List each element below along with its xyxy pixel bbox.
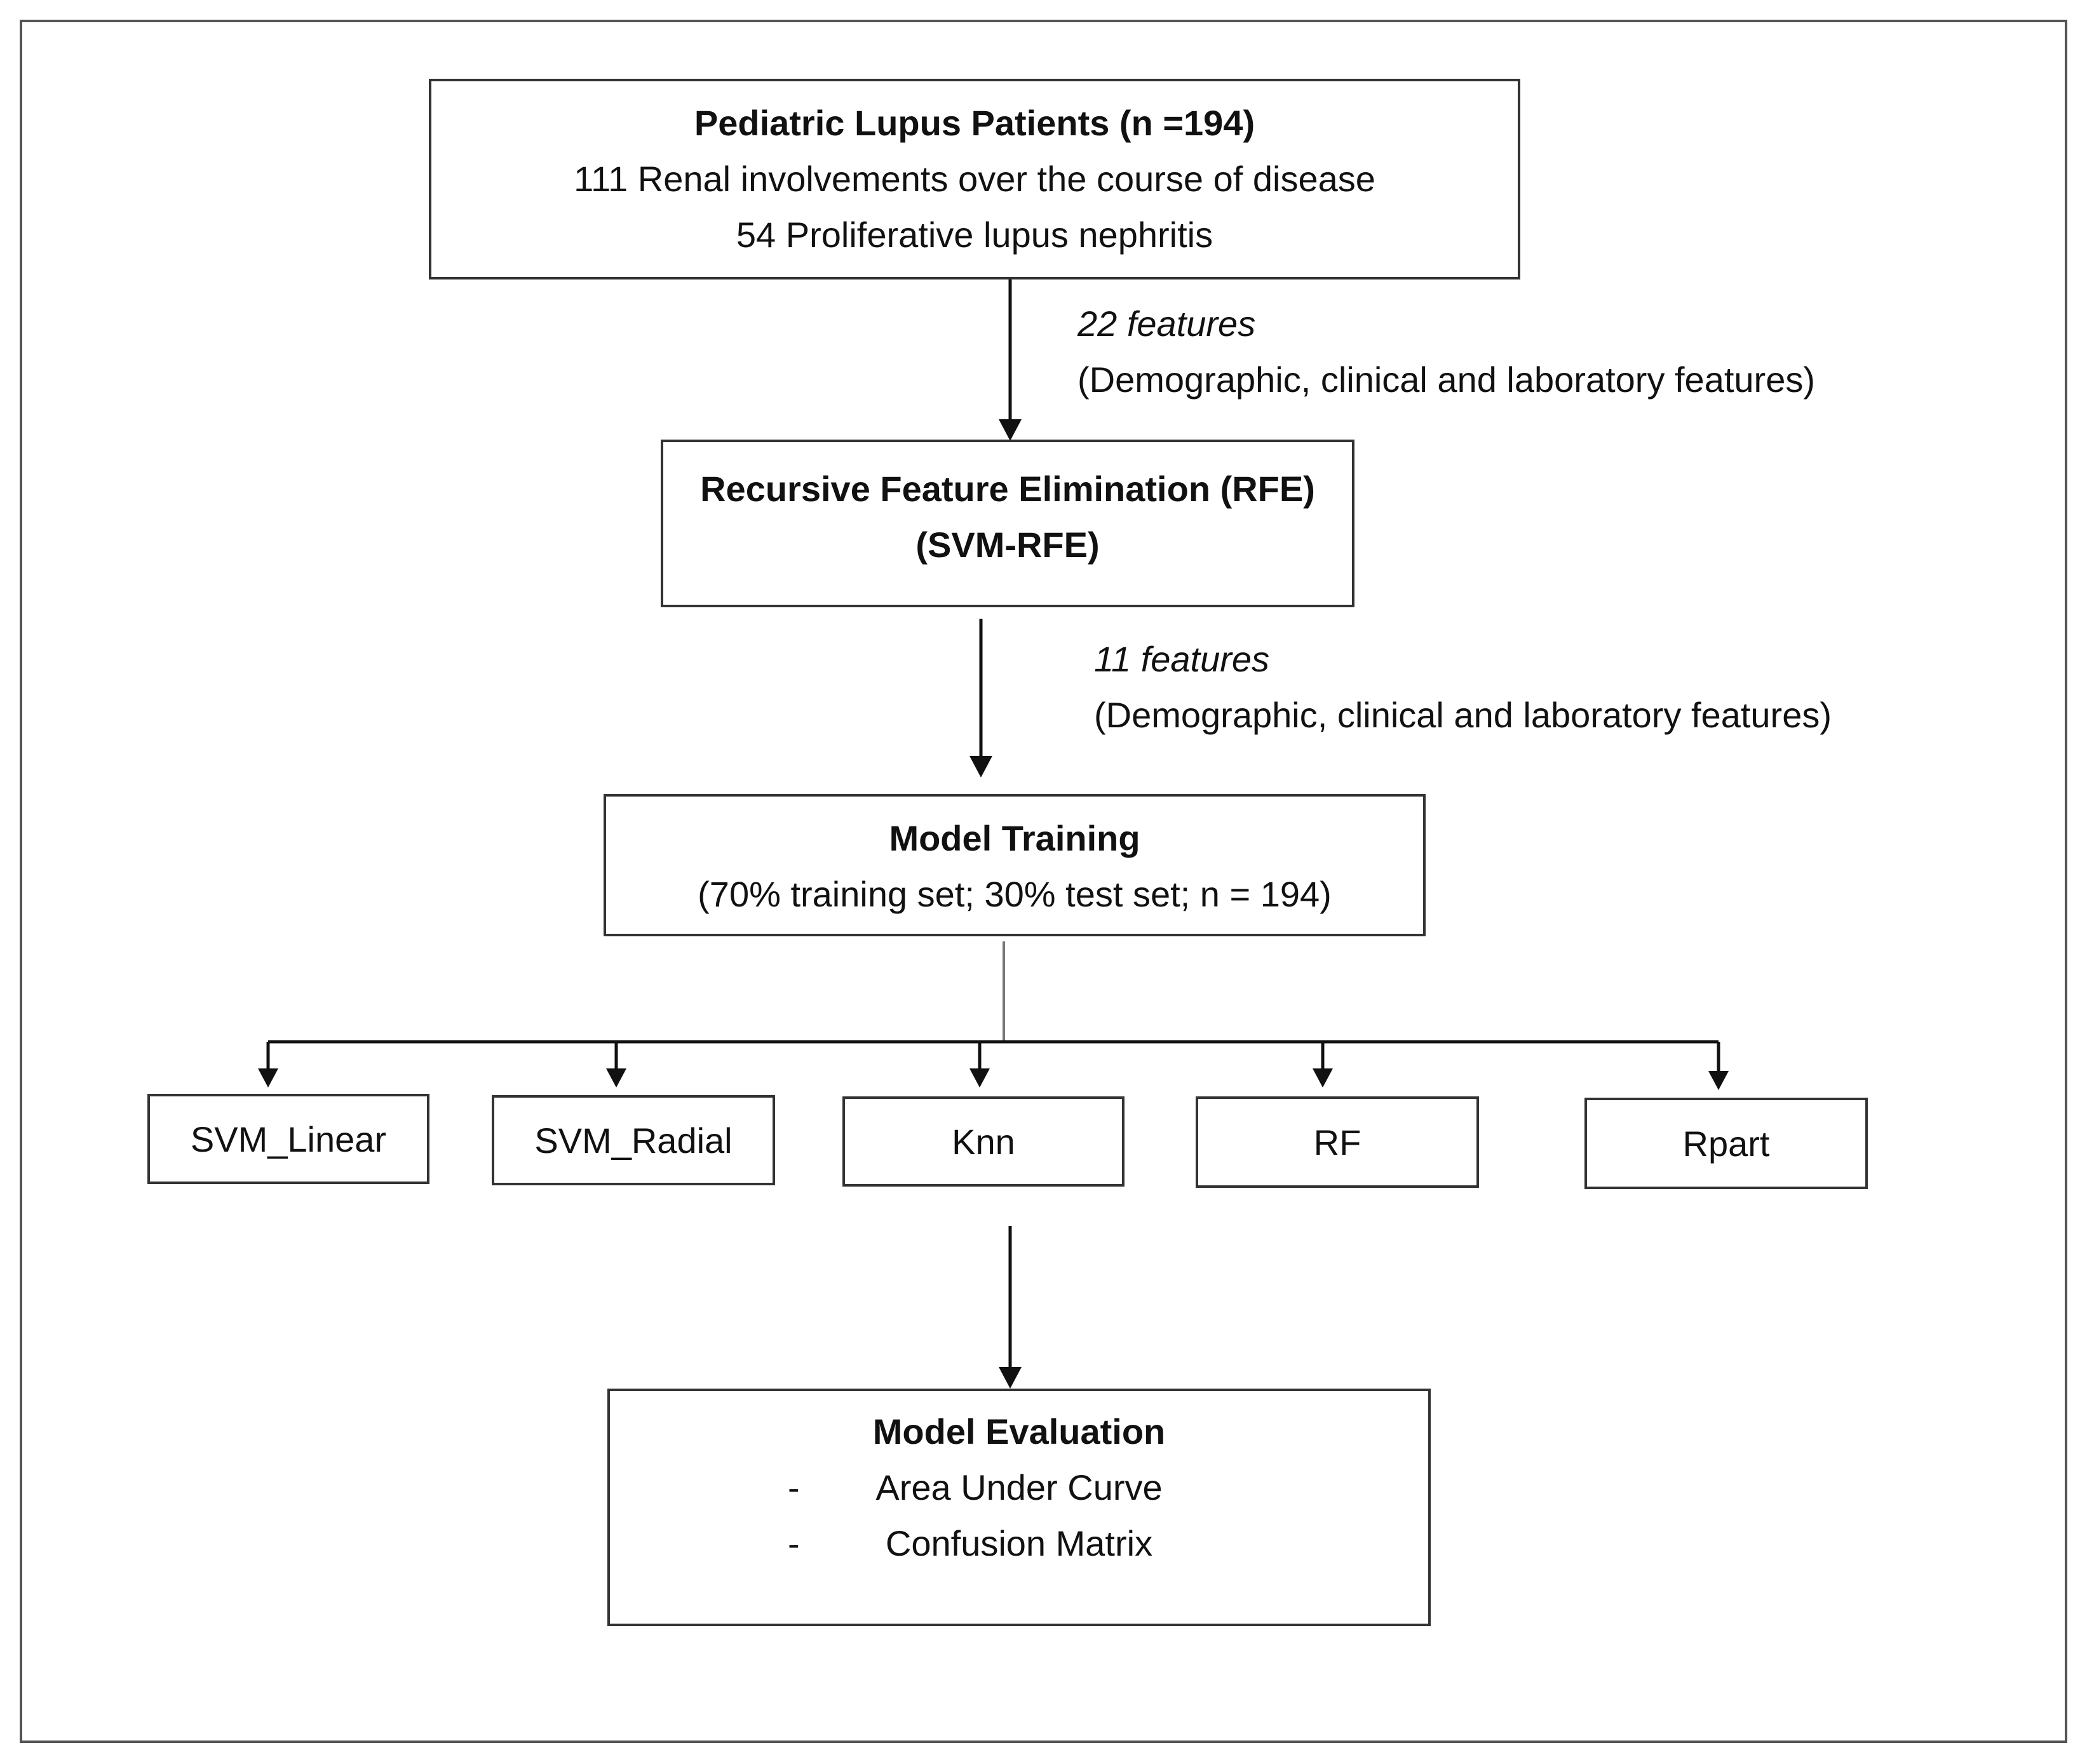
features-count-22: 22 features [1077, 304, 1256, 344]
model-svm-linear: SVM_Linear [147, 1094, 429, 1184]
features-count-11: 11 features [1094, 639, 1270, 679]
model-svm-linear-label: SVM_Linear [190, 1119, 387, 1159]
patients-box: Pediatric Lupus Patients (n =194) 111 Re… [429, 79, 1520, 279]
model-svm-radial-label: SVM_Radial [534, 1120, 733, 1161]
rfe-subtitle: (SVM-RFE) [915, 525, 1100, 565]
rfe-title: Recursive Feature Elimination (RFE) [700, 469, 1315, 509]
features-description-11: (Demographic, clinical and laboratory fe… [1094, 695, 1832, 735]
evaluation-item-confusion: - Confusion Matrix [610, 1516, 1428, 1572]
arrowhead-models-to-evaluation [999, 1367, 1022, 1389]
evaluation-item-auc: - Area Under Curve [610, 1460, 1428, 1516]
evaluation-bullet-confusion: - [788, 1523, 800, 1563]
arrowhead-rfe-to-training [969, 756, 992, 778]
arrowhead-svm-radial [606, 1068, 626, 1087]
features-description-22: (Demographic, clinical and laboratory fe… [1077, 360, 1815, 400]
arrowhead-patients-to-rfe [999, 419, 1022, 441]
model-rpart: Rpart [1584, 1098, 1868, 1189]
training-title: Model Training [889, 818, 1140, 858]
patients-renal-line: 111 Renal involvements over the course o… [574, 159, 1375, 199]
figure-frame [20, 20, 2067, 1743]
evaluation-item-auc-label: Area Under Curve [875, 1467, 1163, 1507]
evaluation-title: Model Evaluation [872, 1411, 1166, 1451]
model-evaluation-box: Model Evaluation - Area Under Curve - Co… [607, 1389, 1431, 1626]
patients-proliferative-line: 54 Proliferative lupus nephritis [736, 215, 1213, 255]
model-rf-label: RF [1313, 1122, 1361, 1162]
evaluation-item-confusion-label: Confusion Matrix [885, 1523, 1153, 1563]
features-note-22: 22 features (Demographic, clinical and l… [1077, 296, 1815, 408]
patients-title: Pediatric Lupus Patients (n =194) [694, 103, 1255, 143]
model-knn-label: Knn [952, 1121, 1015, 1162]
training-subtitle: (70% training set; 30% test set; n = 194… [698, 874, 1332, 914]
arrowhead-rpart [1708, 1071, 1729, 1090]
rfe-box: Recursive Feature Elimination (RFE) (SVM… [661, 440, 1354, 607]
arrowhead-svm-linear [258, 1068, 278, 1087]
model-knn: Knn [842, 1096, 1125, 1187]
model-rf: RF [1196, 1096, 1479, 1188]
evaluation-bullet-auc: - [788, 1467, 800, 1507]
model-training-box: Model Training (70% training set; 30% te… [604, 794, 1426, 936]
arrowhead-rf [1313, 1068, 1333, 1087]
model-rpart-label: Rpart [1682, 1123, 1770, 1164]
arrowhead-knn [969, 1068, 990, 1087]
model-svm-radial: SVM_Radial [492, 1095, 775, 1185]
features-note-11: 11 features (Demographic, clinical and l… [1094, 631, 1832, 743]
